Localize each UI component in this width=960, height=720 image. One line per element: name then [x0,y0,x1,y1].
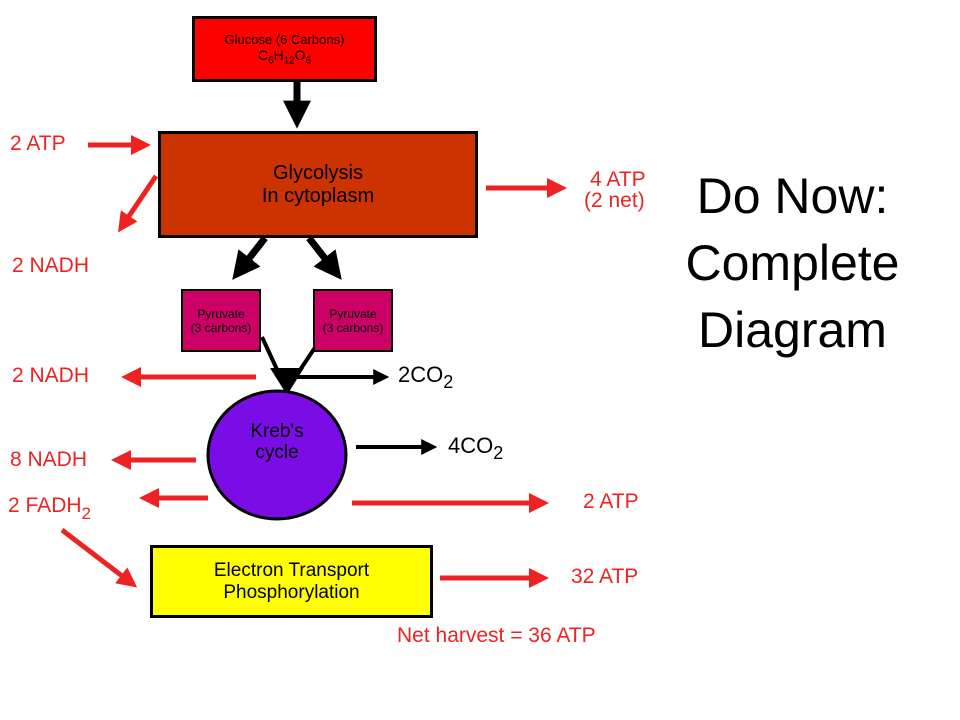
etc-line1: Electron Transport [213,559,370,581]
atp-input-label: 2 ATP [10,132,66,155]
fadh2-label: 2 FADH2 [8,494,91,523]
atp-etc-label: 32 ATP [571,565,639,588]
pyruvate-left-box: Pyruvate (3 carbons) [181,289,261,352]
nadh-glycolysis-arrow [117,174,159,233]
glucose-label: Glucose (6 Carbons) [224,31,345,47]
net-harvest-label: Net harvest = 36 ATP [397,624,596,647]
glucose-formula: C6H12O6 [258,46,311,67]
electron-transport-box: Electron Transport Phosphorylation [150,545,433,618]
pyruvate-right-carbons: (3 carbons) [322,320,384,335]
glucose-box: Glucose (6 Carbons) C6H12O6 [192,16,377,82]
atp-output-glycolysis-label: 4 ATP (2 net) [584,168,646,212]
glycolysis-location: In cytoplasm [261,184,375,207]
krebs-cycle-circle [206,389,348,521]
glycolysis-to-pyruvate-right-arrow [306,235,342,280]
glycolysis-to-pyruvate-left-arrow [232,235,268,280]
co2-krebs-label: 4CO2 [448,433,504,463]
atp-krebs-label: 2 ATP [583,490,639,513]
etc-line2: Phosphorylation [223,581,360,603]
fadh2-to-etc-arrow [60,528,138,588]
glycolysis-box: Glycolysis In cytoplasm [158,131,478,238]
nadh-pyruvate-label: 2 NADH [12,364,90,387]
do-now-title: Do Now: Complete Diagram [685,168,900,358]
glycolysis-title: Glycolysis [272,161,363,184]
co2-pyruvate-label: 2CO2 [398,362,454,392]
nadh-glycolysis-label: 2 NADH [12,254,90,277]
pyruvate-merge-arrowhead [270,368,304,395]
nadh-krebs-label: 8 NADH [10,448,88,471]
pyruvate-left-carbons: (3 carbons) [190,320,252,335]
krebs-cycle-label: Kreb's cycle [250,421,304,463]
pyruvate-right-label: Pyruvate [329,306,377,321]
pyruvate-left-label: Pyruvate [197,306,245,321]
pyruvate-right-box: Pyruvate (3 carbons) [313,289,393,352]
